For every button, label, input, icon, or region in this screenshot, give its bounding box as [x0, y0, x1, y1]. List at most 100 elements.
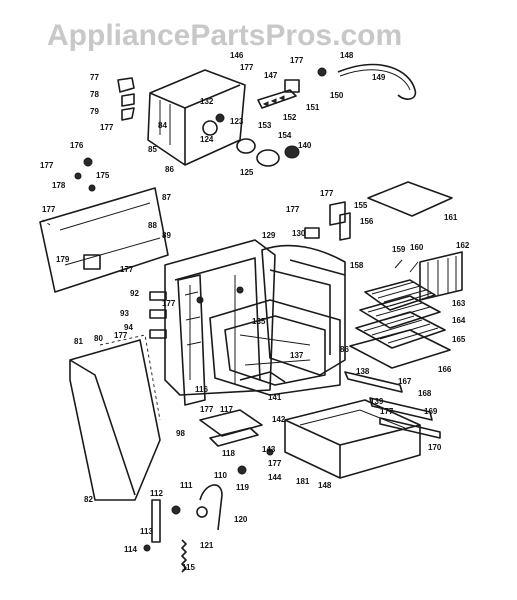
- part-callout-label: 177: [40, 161, 54, 170]
- part-callout-label: 169: [424, 407, 438, 416]
- cooktop-panel: [367, 181, 453, 217]
- part-callout-label: 80: [94, 334, 103, 343]
- part-callout-label: 78: [90, 90, 99, 99]
- front-frame: [177, 274, 206, 406]
- part-callout-label: 153: [258, 121, 272, 130]
- part-callout-label: 87: [162, 193, 171, 202]
- oven-frame: [261, 244, 346, 376]
- part-callout-label: 111: [180, 481, 193, 490]
- part-callout-label: 114: [124, 545, 137, 554]
- part-callout-label: 137: [290, 351, 304, 360]
- part-callout-label: 178: [52, 181, 66, 190]
- part-callout-label: 165: [452, 335, 466, 344]
- part-callout-label: 156: [360, 217, 374, 226]
- part-callout-label: 81: [74, 337, 83, 346]
- part-callout-label: 117: [220, 405, 233, 414]
- part-callout-label: 148: [318, 481, 332, 490]
- part-callout-label: 77: [90, 73, 99, 82]
- part-callout-label: 154: [278, 131, 292, 140]
- part-callout-label: 177: [162, 299, 176, 308]
- part-callout-label: 94: [124, 323, 133, 332]
- part-callout-label: 177: [200, 405, 214, 414]
- part-callout-label: 129: [262, 231, 276, 240]
- part-callout-label: 86: [165, 165, 174, 174]
- burner-and-wire: [257, 63, 417, 109]
- part-callout-label: 120: [234, 515, 248, 524]
- part-callout-label: 93: [120, 309, 129, 318]
- part-callout-label: 181: [296, 477, 310, 486]
- part-callout-label: 162: [456, 241, 470, 250]
- part-callout-label: 177: [380, 407, 394, 416]
- part-callout-label: 138: [356, 367, 370, 376]
- part-callout-label: 148: [340, 51, 354, 60]
- part-callout-label: 149: [372, 73, 386, 82]
- part-callout-label: 98: [176, 429, 185, 438]
- valve-parts: [304, 201, 351, 241]
- watermark-text: AppliancePartsPros.com: [47, 19, 402, 52]
- part-callout-label: 155: [354, 201, 368, 210]
- rack-supports: [394, 251, 463, 301]
- part-callout-label: 175: [96, 171, 110, 180]
- bottom-rails: [199, 371, 286, 447]
- part-callout-label: 121: [200, 541, 214, 550]
- side-panel: [69, 334, 161, 501]
- part-callout-label: 143: [262, 445, 276, 454]
- drawer-slides: [344, 371, 441, 439]
- part-callout-label: 176: [70, 141, 84, 150]
- part-callout-label: 92: [130, 289, 139, 298]
- part-callout-label: 177: [114, 331, 128, 340]
- part-callout-label: 146: [230, 51, 244, 60]
- part-callout-label: 177: [100, 123, 114, 132]
- part-callout-label: 113: [140, 527, 153, 536]
- part-callout-label: 159: [392, 245, 406, 254]
- part-callout-label: 177: [240, 63, 254, 72]
- part-callout-label: 160: [410, 243, 424, 252]
- part-callout-label: 140: [298, 141, 312, 150]
- part-callout-label: 177: [286, 205, 300, 214]
- bracket-assembly: [117, 77, 135, 121]
- burner-rings: [236, 138, 300, 167]
- part-callout-label: 161: [444, 213, 458, 222]
- oven-racks: [349, 279, 451, 369]
- part-callout-label: 123: [230, 117, 244, 126]
- part-callout-label: 152: [283, 113, 297, 122]
- part-callout-label: 177: [42, 205, 56, 214]
- small-hardware-left: [74, 157, 96, 192]
- storage-drawer: [284, 399, 421, 479]
- part-callout-label: 79: [90, 107, 99, 116]
- part-callout-label: 118: [222, 449, 235, 458]
- part-callout-label: 151: [306, 103, 320, 112]
- part-callout-label: 168: [418, 389, 432, 398]
- part-callout-label: 125: [240, 168, 254, 177]
- part-callout-label: 150: [330, 91, 344, 100]
- part-callout-label: 139: [370, 397, 384, 406]
- part-callout-label: 85: [148, 145, 157, 154]
- part-callout-label: 167: [398, 377, 412, 386]
- part-callout-label: 115: [182, 563, 195, 572]
- part-callout-label: 84: [158, 121, 167, 130]
- part-callout-label: 147: [264, 71, 278, 80]
- part-callout-label: 135: [252, 317, 266, 326]
- part-callout-label: 110: [214, 471, 227, 480]
- part-callout-label: 177: [290, 56, 304, 65]
- part-callout-label: 86: [340, 345, 349, 354]
- part-callout-label: 163: [452, 299, 466, 308]
- part-callout-label: 116: [195, 385, 208, 394]
- part-callout-label: 119: [236, 483, 249, 492]
- part-callout-label: 144: [268, 473, 282, 482]
- part-callout-label: 142: [272, 415, 286, 424]
- part-callout-label: 132: [200, 97, 214, 106]
- oven-body: [164, 239, 276, 396]
- part-callout-label: 166: [438, 365, 452, 374]
- door-hinge-parts: [143, 448, 274, 573]
- part-callout-label: 112: [150, 489, 163, 498]
- part-callout-label: 177: [268, 459, 282, 468]
- part-callout-label: 124: [200, 135, 214, 144]
- part-callout-label: 179: [56, 255, 70, 264]
- part-callout-label: 89: [162, 231, 171, 240]
- part-callout-label: 88: [148, 221, 157, 230]
- part-callout-label: 177: [320, 189, 334, 198]
- hinge-brackets: [149, 291, 167, 339]
- part-callout-label: 141: [268, 393, 282, 402]
